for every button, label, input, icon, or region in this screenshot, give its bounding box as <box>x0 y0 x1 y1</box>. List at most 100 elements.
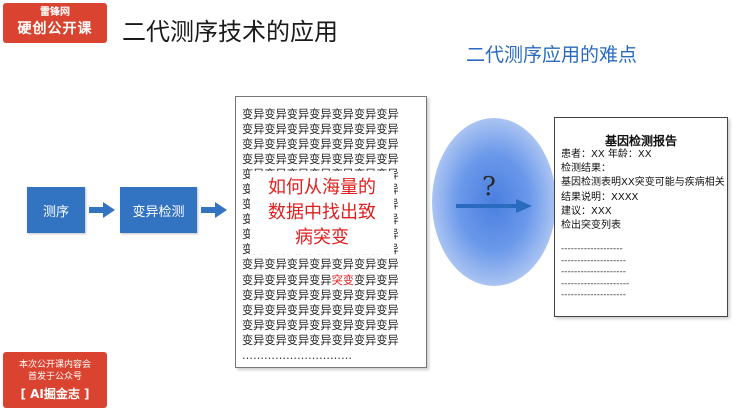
variant-cell: 变异 <box>331 108 354 121</box>
variant-cell: 变异 <box>309 153 332 167</box>
footer-account: [ AI掘金志 ] <box>20 387 90 401</box>
report-result-text: 基因检测表明XX突变可能与疾病相关 <box>561 177 725 189</box>
report-explain: 结果说明：XXXX <box>561 191 639 203</box>
variant-cell: 变异 <box>309 108 332 121</box>
highlighted-mutation: 突变 <box>331 273 354 287</box>
report-advice: 建议：XXX <box>561 205 612 217</box>
report-mutation-list: 检出突变列表 <box>561 220 621 232</box>
variant-cell: 变异 <box>353 108 377 121</box>
variant-cell: 变异 <box>286 138 310 152</box>
variant-cell: 变异 <box>264 288 287 302</box>
variant-cell: 变异 <box>242 303 265 317</box>
report-body: 患者：XX 年龄：XX 检测结果： 基因检测表明XX突变可能与疾病相关 结果说明… <box>561 148 725 233</box>
variant-cell: 变异 <box>309 303 332 317</box>
question-mark: ? <box>482 172 496 202</box>
variant-cell: 变异 <box>376 273 399 287</box>
variant-cell: 变异 <box>376 303 399 317</box>
variant-cell: 变异 <box>353 138 377 152</box>
variant-grid-row: 变异变异变异变异突变变异变异 <box>242 273 422 288</box>
brand-logo-badge: 雷锋网 硬创公开课 <box>3 3 107 43</box>
variant-cell: 变异 <box>331 318 354 332</box>
variant-cell: 变异 <box>353 273 377 287</box>
variant-grid-row: 变异变异变异变异变异变异变异 <box>242 122 422 137</box>
dash-line: -------------------- <box>561 255 626 266</box>
page-title: 二代测序技术的应用 <box>122 18 338 46</box>
arrow-right-icon <box>201 202 227 218</box>
dash-line: -------------------- <box>561 267 626 278</box>
footer-line-1: 本次公开课内容会 <box>18 360 91 370</box>
variant-cell: 变异 <box>331 138 354 152</box>
dash-line: -------------------- <box>561 290 626 301</box>
variant-cell: 变异 <box>264 318 287 332</box>
variant-cell: 变异 <box>331 258 354 272</box>
variant-cell: 变异 <box>309 333 332 347</box>
variant-cell: 变异 <box>242 138 265 152</box>
variant-cell: 变异 <box>353 303 377 317</box>
variant-cell: 变异 <box>376 318 399 332</box>
variant-cell: 变异 <box>309 288 332 302</box>
variant-cell: 变异 <box>353 333 377 347</box>
variant-cell: 变异 <box>376 333 399 347</box>
variant-cell: 变异 <box>264 153 287 167</box>
challenge-question-line: 如何从海量的 <box>268 177 376 198</box>
variant-cell: 变异 <box>286 123 310 137</box>
flow-step-sequencing: 测序 <box>27 187 85 233</box>
variant-cell: 变异 <box>331 123 354 137</box>
arrow-right-icon <box>456 199 532 213</box>
report-title: 基因检测报告 <box>604 134 677 148</box>
variant-cell: 变异 <box>242 258 265 272</box>
variant-cell: 变异 <box>286 258 310 272</box>
variant-cell: 变异 <box>353 288 377 302</box>
variant-grid-row: 变异变异变异变异变异变异变异 <box>242 333 422 348</box>
variant-cell: 变异 <box>242 123 265 137</box>
variant-cell: 变异 <box>353 258 377 272</box>
variant-cell: 变异 <box>242 153 265 167</box>
variant-cell: 变异 <box>376 153 399 167</box>
variant-cell: 变异 <box>286 273 310 287</box>
variant-cell: 变异 <box>286 303 310 317</box>
variant-cell: 变异 <box>242 333 265 347</box>
report-patient: 患者：XX 年龄：XX <box>561 149 652 160</box>
challenge-question-line: 数据中找出致 <box>268 202 376 223</box>
variant-cell: 变异 <box>286 288 310 302</box>
variant-cell: 变异 <box>353 318 377 332</box>
variant-cell: 变异 <box>376 258 399 272</box>
variant-cell: 变异 <box>264 273 287 287</box>
variant-cell: 变异 <box>242 273 265 287</box>
variant-cell: 变异 <box>264 123 287 137</box>
report-result-label: 检测结果： <box>561 163 611 175</box>
variant-cell: 变异 <box>264 258 287 272</box>
variant-cell: 变异 <box>264 138 287 152</box>
variant-cell: 变异 <box>286 153 310 167</box>
footer-line-2: 首发于公众号 <box>27 372 82 382</box>
variant-cell: 变异 <box>264 303 287 317</box>
variant-cell: 变异 <box>242 288 265 302</box>
variant-cell: 变异 <box>376 108 399 121</box>
variant-cell: 变异 <box>353 153 377 167</box>
variant-cell: 变异 <box>264 333 287 347</box>
variant-cell: 变异 <box>376 288 399 302</box>
variant-grid-row: 变异变异变异变异变异变异变异 <box>242 107 422 122</box>
variant-cell: 变异 <box>309 138 332 152</box>
variant-cell: 变异 <box>309 318 332 332</box>
flow-step-variant-detection: 变异检测 <box>120 187 197 233</box>
variant-grid-row: 变异变异变异变异变异变异变异 <box>242 318 422 333</box>
variant-cell: 变异 <box>309 273 332 287</box>
variant-cell: 变异 <box>264 108 287 121</box>
dash-line: ------------------- <box>561 244 623 254</box>
variant-cell: 变异 <box>376 123 399 137</box>
variant-grid-row: 变异变异变异变异变异变异变异 <box>242 288 422 303</box>
variant-cell: 变异 <box>286 333 310 347</box>
footer-badge: 本次公开课内容会 首发于公众号 [ AI掘金志 ] <box>3 352 107 408</box>
dash-line: --------------------- <box>561 278 630 289</box>
variant-cell: 变异 <box>242 108 265 121</box>
variant-cell: 变异 <box>286 108 310 121</box>
variant-cell: 变异 <box>331 288 354 302</box>
variant-cell: 变异 <box>242 318 265 332</box>
variant-cell: 变异 <box>286 318 310 332</box>
brand-name: 雷锋网 <box>40 7 70 18</box>
variant-data-document: 变异变异变异变异变异变异变异变异变异变异变异变异变异变异变异变异变异变异变异变异… <box>235 96 427 368</box>
uncertainty-cloud <box>432 118 556 286</box>
variant-cell: 变异 <box>353 123 377 137</box>
report-dash-lines: ------------------- --------------------… <box>561 244 629 302</box>
